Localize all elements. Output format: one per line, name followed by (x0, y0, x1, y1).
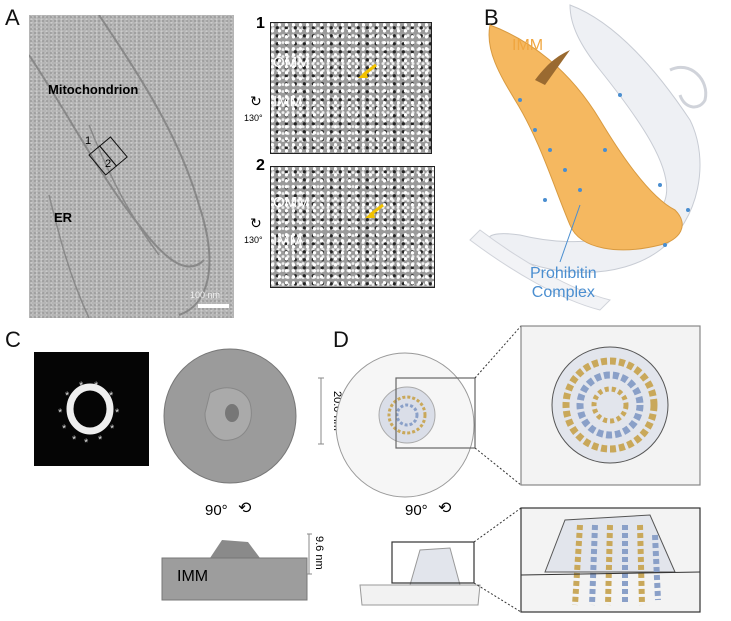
zoom-box-side (391, 541, 475, 584)
omm-label: OMM (273, 54, 310, 71)
inset-2-label: 2 (256, 157, 265, 174)
rotation-label-d: 90° (405, 502, 428, 519)
subunit-asterisks: **** **** *** (58, 380, 120, 449)
imm-label: IMM (273, 93, 303, 110)
model-fit-panel (335, 325, 701, 613)
inset-2-image: OMM IMM (270, 166, 435, 288)
svg-text:*: * (58, 407, 63, 419)
scale-bar-label: 100 nm (190, 290, 221, 300)
mitochondrion-label: Mitochondrion (48, 82, 139, 97)
panel-c-label: C (5, 327, 21, 352)
panel-a-label: A (5, 5, 20, 30)
imm-surface (488, 24, 683, 251)
panel-b-label: B (484, 5, 499, 30)
box-2-label: 2 (105, 158, 112, 170)
svg-text:*: * (79, 380, 84, 392)
svg-text:*: * (62, 423, 67, 435)
zoom-box-top (395, 377, 476, 449)
prohibitin-dots (518, 93, 690, 247)
box-1-label: 1 (85, 135, 92, 147)
rotate-axis-icon: ⟲ (238, 500, 252, 517)
svg-text:*: * (110, 423, 115, 435)
panel-d-label: D (333, 327, 349, 352)
imm-label-c: IMM (177, 568, 209, 585)
prohibitin-line-1: Prohibitin (530, 265, 597, 282)
top-view-density (163, 348, 297, 484)
membrane-segmentation (469, 4, 708, 311)
svg-text:*: * (94, 380, 99, 392)
membrane-traces (29, 15, 229, 318)
scale-label-9-6nm: 9.6 nm (313, 536, 325, 570)
density-slice-image: **** **** *** (34, 352, 149, 466)
scale-bar-20nm (318, 377, 324, 445)
svg-text:*: * (65, 390, 70, 402)
inset-2-rotation: 130° (244, 235, 263, 245)
svg-text:*: * (98, 434, 103, 446)
tomogram-image: Mitochondrion ER 1 2 100 nm (29, 15, 234, 318)
prohibitin-line-2: Complex (531, 284, 595, 301)
omm-label: OMM (273, 194, 310, 211)
inset-1-rotation: 130° (244, 113, 263, 123)
svg-text:*: * (109, 390, 114, 402)
scale-bar (198, 304, 229, 308)
rotation-label-c: 90° (205, 502, 228, 519)
inset-1-label: 1 (256, 15, 265, 32)
imm-label: IMM (273, 232, 303, 249)
arrow-icon (358, 63, 377, 78)
rotate-axis-icon: ⟲ (438, 500, 452, 517)
arrow-icon (365, 203, 384, 218)
prohibitin-complex-label: Prohibitin Complex (530, 264, 597, 302)
imm-label: IMM (512, 37, 544, 54)
inset-1-image: OMM IMM (270, 22, 432, 154)
rotate-icon: ↻ (250, 215, 262, 231)
rotate-icon: ↻ (250, 93, 262, 109)
svg-text:*: * (115, 407, 120, 419)
svg-text:*: * (84, 437, 89, 449)
svg-text:*: * (72, 434, 77, 446)
side-view-density (161, 540, 308, 601)
region-boxes (88, 136, 128, 176)
scale-bar-9-6nm (307, 533, 312, 575)
er-label: ER (54, 210, 73, 225)
